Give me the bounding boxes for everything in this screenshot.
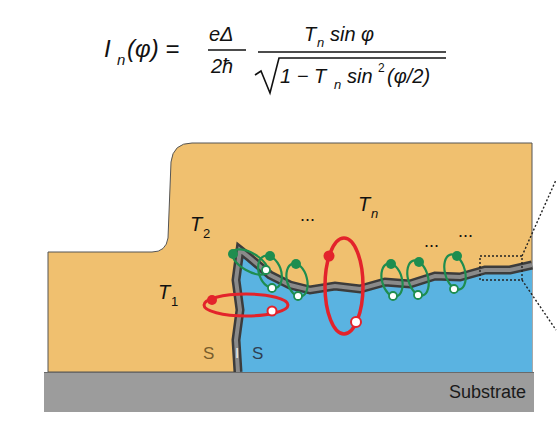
zoom-line: [522, 280, 556, 330]
substrate-label: Substrate: [449, 382, 526, 403]
formula-symbol: eΔ: [209, 24, 234, 44]
transmission-label: T: [190, 214, 202, 234]
formula-subscript: n: [334, 78, 341, 91]
andreev-loop: [324, 238, 364, 334]
andreev-loop: [228, 244, 469, 299]
formula-symbol: 1 − T: [280, 66, 326, 86]
substrate-band: Substrate: [44, 372, 534, 412]
formula-symbol: 2ħ: [211, 56, 233, 76]
formula-subscript: n: [117, 52, 125, 67]
transmission-subscript: 1: [171, 295, 178, 308]
transmission-label: T: [358, 194, 370, 214]
layer-letter: S: [252, 345, 263, 362]
ellipsis: ...: [424, 232, 439, 250]
layer-letter: S: [203, 345, 214, 362]
formula-superscript: 2: [378, 62, 385, 74]
electron-dot: [228, 249, 462, 269]
ellipsis: ...: [458, 222, 473, 240]
formula-symbol: I: [104, 37, 111, 61]
formula-symbol: sin φ: [330, 24, 374, 44]
formula-symbol: (φ) =: [127, 37, 179, 61]
formula-subscript: n: [317, 36, 324, 49]
andreev-loop: [204, 294, 288, 316]
transmission-subscript: 2: [203, 227, 210, 240]
layer-letter: I: [235, 345, 239, 360]
fraction-bar: [258, 51, 446, 53]
top-superconductor: [48, 143, 532, 372]
formula-symbol: T: [304, 24, 316, 44]
formula-symbol: sin: [347, 66, 373, 86]
hole-dot: [262, 266, 458, 300]
zoom-line: [522, 180, 556, 256]
transmission-subscript: n: [371, 207, 378, 220]
formula-symbol: (φ/2): [387, 66, 430, 86]
transmission-label: T: [158, 282, 170, 302]
zoom-box: [480, 256, 522, 280]
square-root-sign: [255, 58, 446, 93]
fraction-bar: [208, 49, 246, 51]
ellipsis: ...: [300, 206, 315, 224]
